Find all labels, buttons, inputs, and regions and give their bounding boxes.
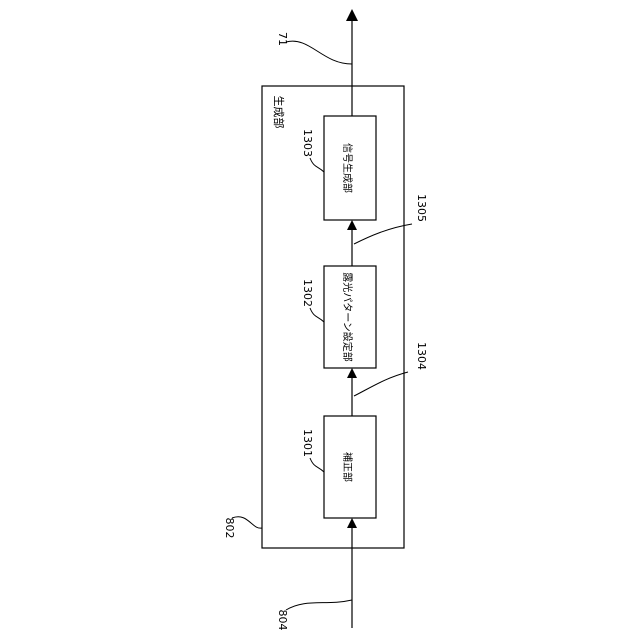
output-leader <box>286 41 352 64</box>
input-leader <box>286 600 352 610</box>
block-1302-label: 露光パターン設定部 <box>341 272 354 362</box>
output-ref-label: 71 <box>276 32 289 46</box>
block-1301-ref: 1301 <box>301 429 314 457</box>
input-arrowhead <box>347 518 357 528</box>
block-1303-ref: 1303 <box>301 129 314 157</box>
signal-1304-leader <box>354 372 408 396</box>
block-1301-label: 補正部 <box>341 452 354 482</box>
block-1301-leader <box>310 458 324 472</box>
signal-1305-leader <box>354 224 412 244</box>
output-arrowhead <box>346 9 358 21</box>
input-ref-label: 804 <box>276 610 289 631</box>
block-1303-label: 信号生成部 <box>341 143 354 193</box>
block-1302-ref: 1302 <box>301 279 314 307</box>
arrowhead-to-1302 <box>347 368 357 378</box>
arrowhead-to-1303 <box>347 220 357 230</box>
container-ref-label: 802 <box>223 518 236 539</box>
block-1303-leader <box>310 158 324 172</box>
signal-1304-ref: 1304 <box>415 342 428 370</box>
signal-1305-ref: 1305 <box>415 194 428 222</box>
block-1302-leader <box>310 308 324 322</box>
container-title: 生成部 <box>272 96 286 129</box>
